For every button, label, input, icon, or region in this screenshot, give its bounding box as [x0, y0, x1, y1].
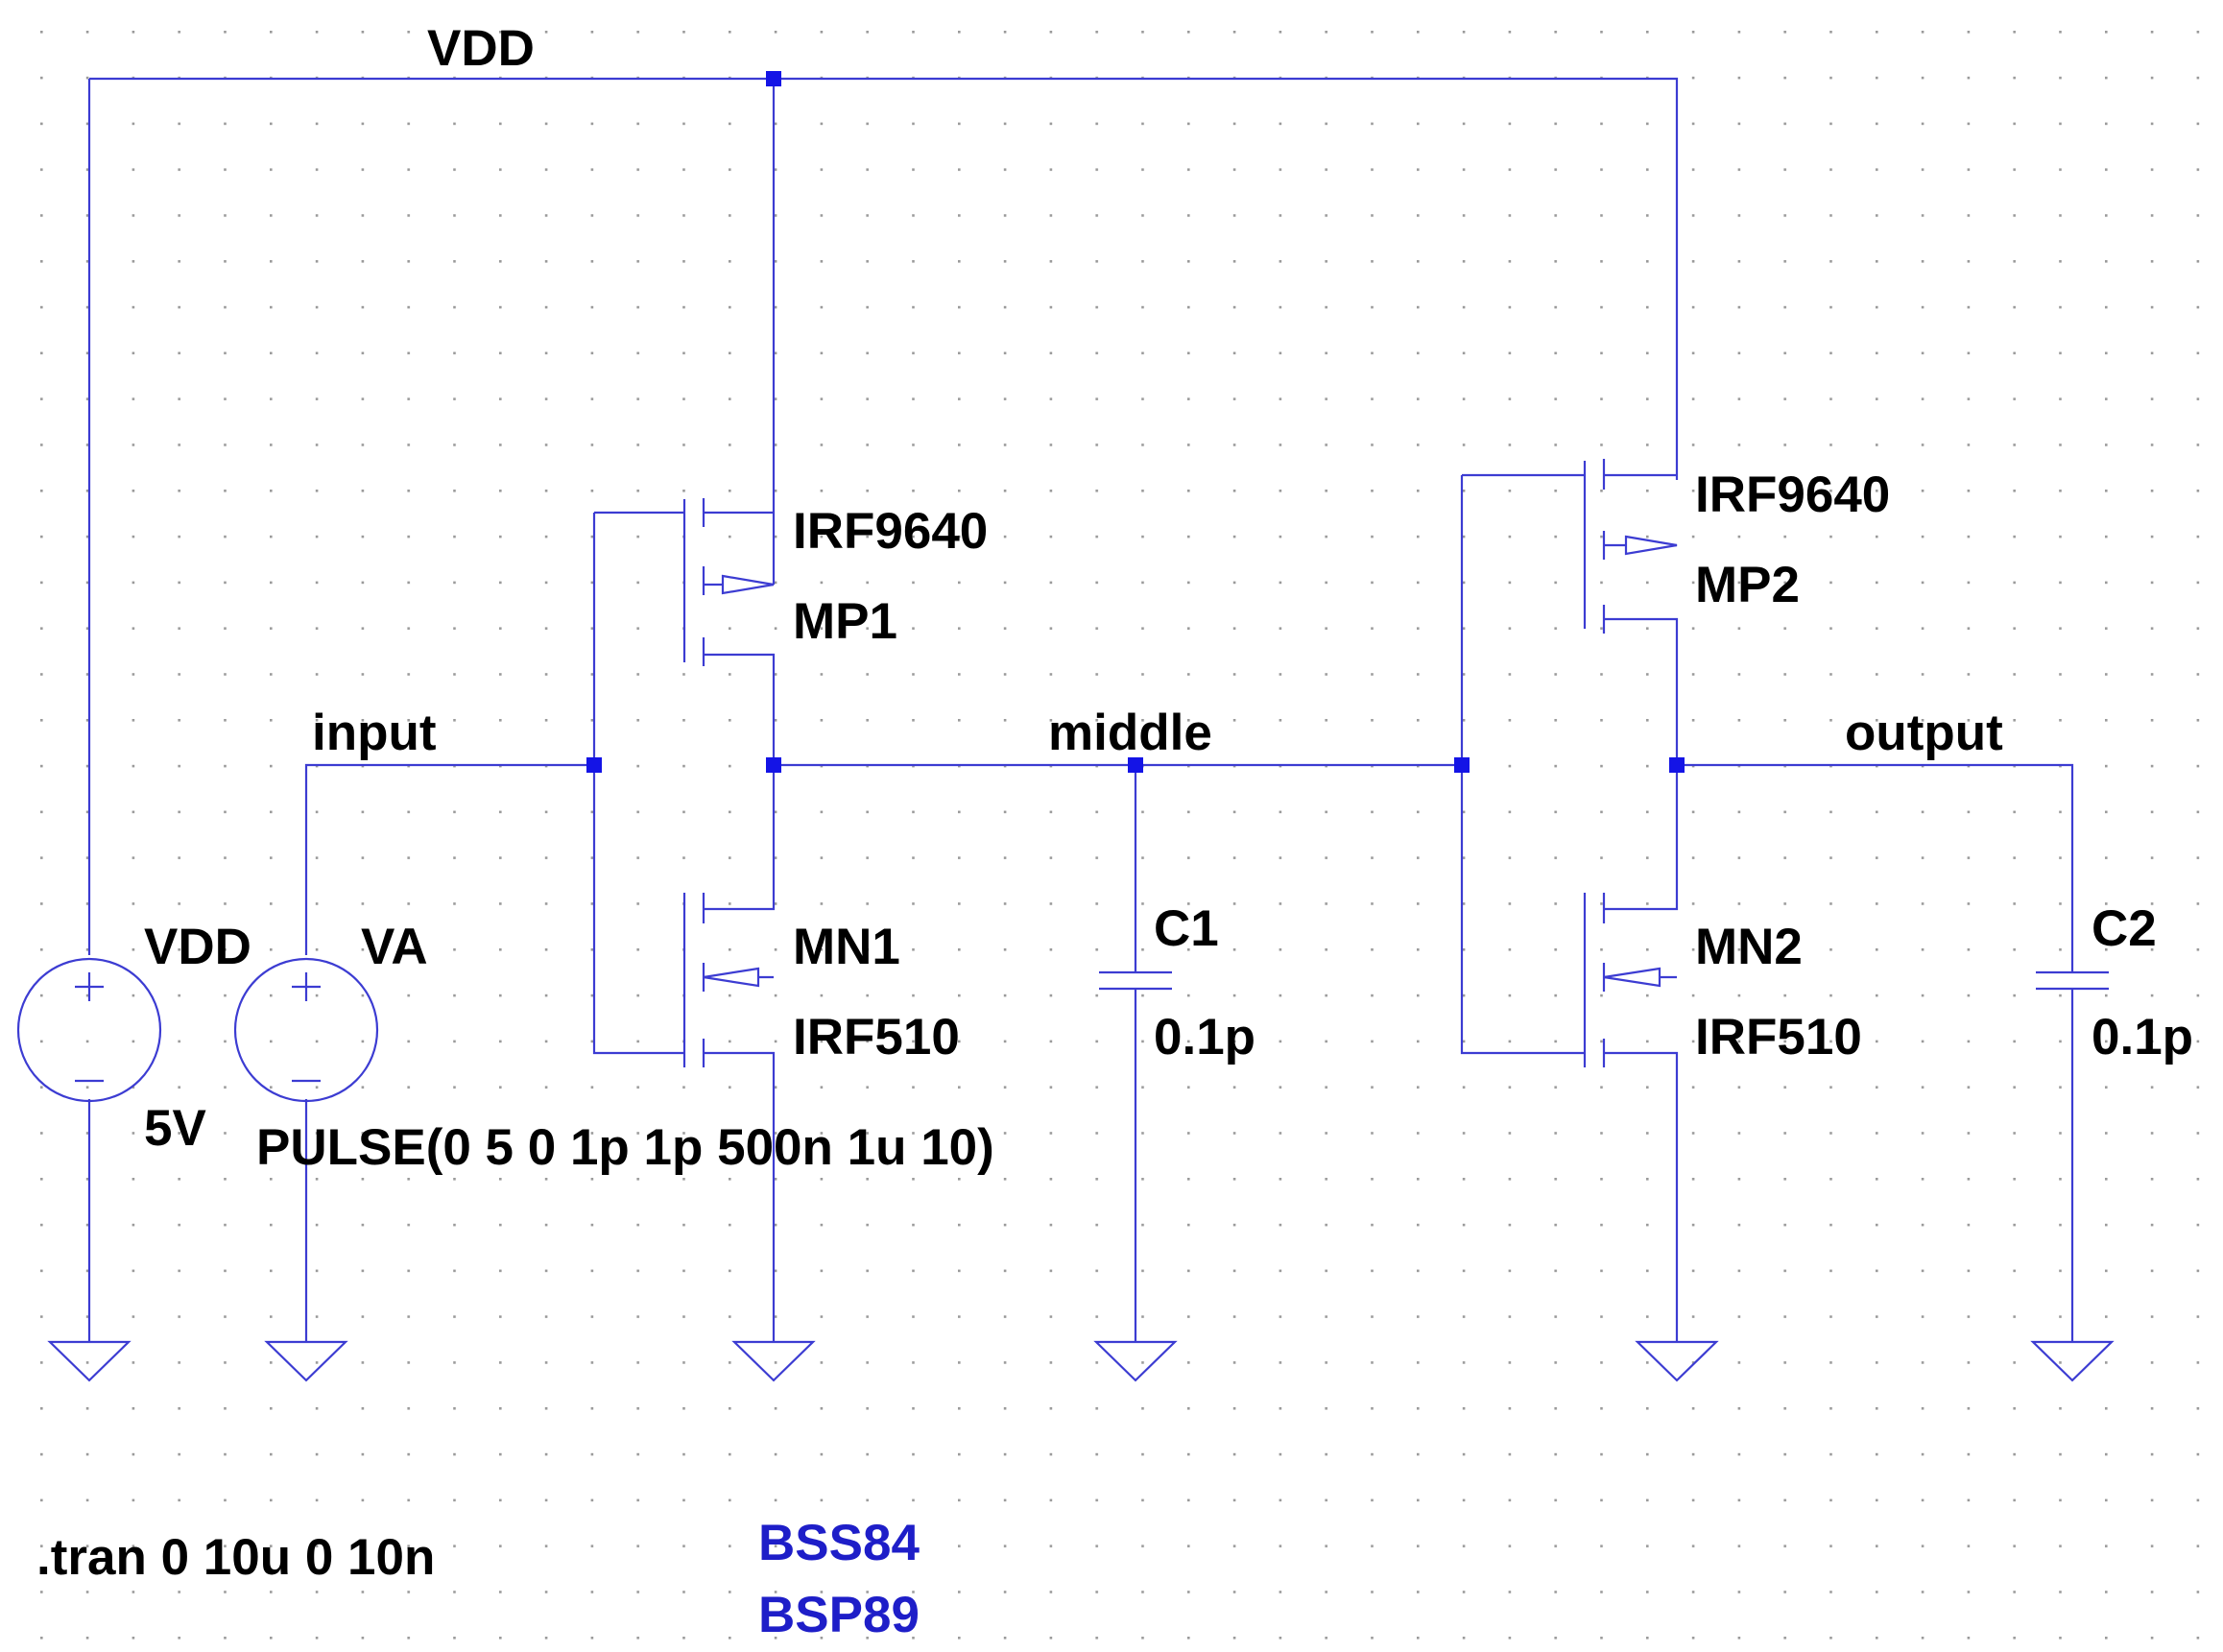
vdd-rail-wire[interactable]	[89, 77, 1679, 480]
wires	[87, 77, 2074, 1342]
ground-icon	[264, 1340, 348, 1382]
mn2-source-wire[interactable]	[1604, 1051, 1679, 1342]
ground-icon	[1093, 1340, 1178, 1382]
input-wire[interactable]	[304, 763, 594, 955]
model-note-2: BSP89	[758, 1587, 920, 1643]
ground-symbols	[47, 1340, 2115, 1382]
mp1-name-label: MP1	[793, 593, 897, 650]
mn2-name-label: MN2	[1695, 919, 1803, 975]
mn1-name-label: MN1	[793, 919, 900, 975]
c2-value-label: 0.1p	[2092, 1009, 2193, 1065]
mp2-symbol[interactable]	[1583, 459, 1678, 634]
mn1-source-wire[interactable]	[704, 1051, 776, 1342]
ground-icon	[47, 1340, 131, 1382]
model-note-1: BSS84	[758, 1515, 920, 1571]
va-source-symbol[interactable]	[233, 957, 379, 1103]
mp1-drain-wire[interactable]	[704, 653, 776, 911]
net-label-middle: middle	[1048, 705, 1212, 761]
output-wire[interactable]	[1677, 763, 2074, 972]
junction-dot	[766, 757, 781, 773]
vdd-source-symbol[interactable]	[16, 957, 162, 1103]
tran-directive[interactable]: .tran 0 10u 0 10n	[36, 1529, 435, 1586]
mn2-model-label: IRF510	[1695, 1009, 1862, 1065]
c2-name-label: C2	[2092, 900, 2157, 957]
c1-value-label: 0.1p	[1154, 1009, 1255, 1065]
capacitor-symbols	[1099, 970, 2109, 991]
va-source-name-label: VA	[361, 919, 428, 975]
junction-dot	[1454, 757, 1470, 773]
vdd-source-name-label: VDD	[144, 919, 251, 975]
mp2-name-label: MP2	[1695, 557, 1800, 613]
vdd-source-value-label: 5V	[144, 1100, 206, 1157]
mn1-model-label: IRF510	[793, 1009, 960, 1065]
ground-icon	[731, 1340, 816, 1382]
voltage-sources	[16, 957, 379, 1103]
ground-icon	[2030, 1340, 2115, 1382]
mp2-model-label: IRF9640	[1695, 467, 1890, 523]
net-label-output: output	[1845, 705, 2003, 761]
inv1-gate-wire[interactable]	[592, 511, 684, 1055]
net-label-vdd: VDD	[427, 20, 535, 77]
mp1-model-label: IRF9640	[793, 503, 988, 560]
c1-name-label: C1	[1154, 900, 1219, 957]
c2-symbol[interactable]	[2036, 970, 2109, 991]
c1-symbol[interactable]	[1099, 970, 1172, 991]
junctions	[586, 71, 1685, 773]
ground-icon	[1635, 1340, 1719, 1382]
junction-dot	[1128, 757, 1143, 773]
net-label-input: input	[312, 705, 437, 761]
mn2-symbol[interactable]	[1583, 893, 1677, 1067]
mosfet-symbols	[682, 459, 1678, 1067]
junction-dot	[586, 757, 602, 773]
mn1-symbol[interactable]	[682, 893, 774, 1067]
junction-dot	[766, 71, 781, 86]
va-source-value-label: PULSE(0 5 0 1p 1p 500n 1u 10)	[256, 1119, 994, 1176]
junction-dot	[1669, 757, 1685, 773]
inv2-gate-wire[interactable]	[1460, 473, 1585, 1055]
mp1-symbol[interactable]	[682, 498, 775, 666]
